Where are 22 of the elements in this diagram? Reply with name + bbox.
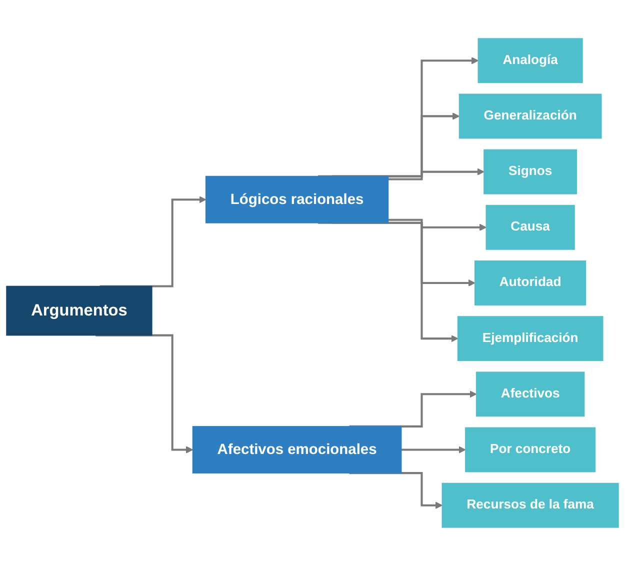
node-box: Autoridad <box>474 260 586 306</box>
node-box: Causa <box>486 204 575 250</box>
node-box: Signos <box>484 149 578 194</box>
arrow <box>318 57 478 178</box>
arrow <box>349 472 442 509</box>
node-box: Recursos de la fama <box>442 482 619 528</box>
arrow <box>96 334 194 454</box>
node-box: Afectivos emocionales <box>192 426 402 474</box>
node-box: Analogía <box>478 38 583 84</box>
node-box: Generalización <box>458 94 602 139</box>
arrow <box>388 168 484 180</box>
arrow <box>318 222 458 342</box>
arrow <box>100 196 206 288</box>
node-box: Argumentos <box>6 286 152 336</box>
arrow <box>349 390 477 428</box>
node-box: Afectivos <box>476 372 585 417</box>
arrow <box>388 218 486 231</box>
node-box: Ejemplificación <box>457 316 604 362</box>
arrow <box>332 112 460 178</box>
arrow <box>401 446 466 454</box>
node-box: Lógicos racionales <box>205 176 389 224</box>
node-box: Por concreto <box>465 427 596 472</box>
